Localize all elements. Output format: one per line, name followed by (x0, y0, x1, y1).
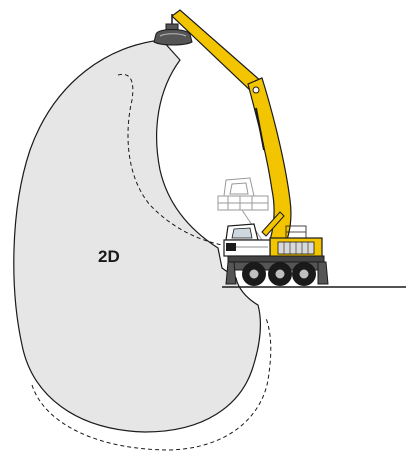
zone-label-2d: 2D (98, 247, 120, 266)
grapple-icon (153, 14, 193, 46)
reach-envelope (13, 39, 262, 433)
boom-arm (171, 9, 292, 253)
reach-dashed-contour (117, 73, 223, 246)
raised-cab-ghost (217, 177, 269, 241)
wheels (242, 262, 316, 286)
